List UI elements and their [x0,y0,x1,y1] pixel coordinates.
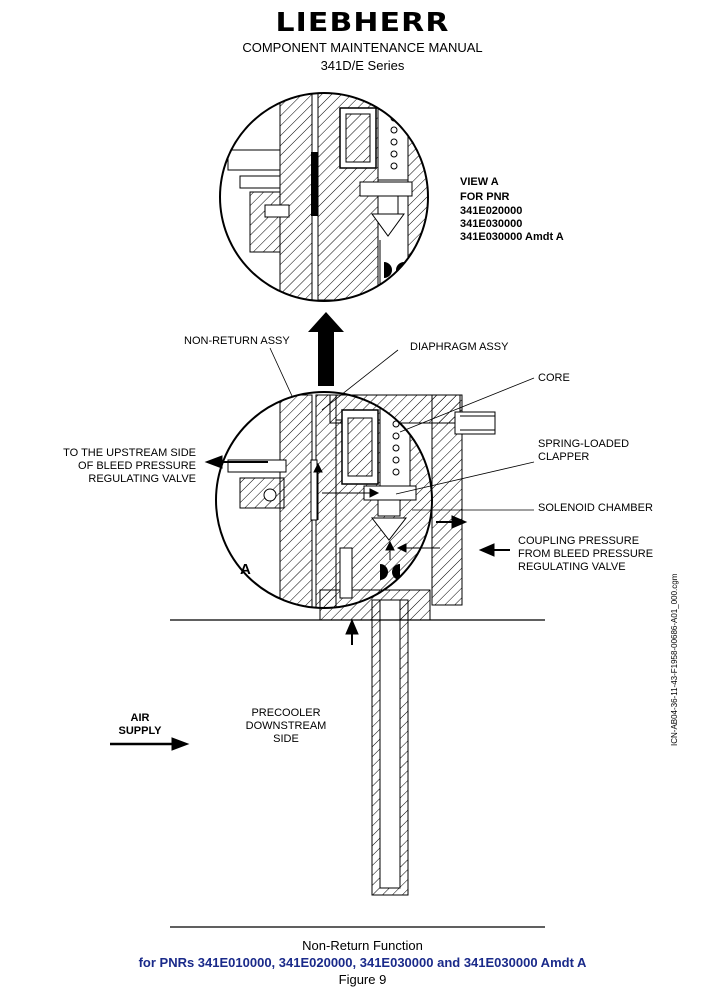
brand-logo: LIEBHERR [275,8,450,38]
figure-id: ICN-AB04-36-11-43-F1958-00686-A01_000.cg… [670,573,679,746]
label-upstream-side: TO THE UPSTREAM SIDE OF BLEED PRESSURE R… [63,447,196,485]
series-label: 341D/E Series [320,58,405,73]
valve-main-section [215,391,496,621]
caption-pnrs: for PNRs 341E010000, 341E020000, 341E030… [138,955,587,970]
caption-title: Non-Return Function [302,938,423,953]
label-precooler-downstream: PRECOOLER DOWNSTREAM SIDE [245,707,327,745]
label-air-supply: AIR SUPPLY [118,712,162,737]
caption-figure-number: Figure 9 [338,972,387,987]
manual-title: COMPONENT MAINTENANCE MANUAL [242,40,483,55]
view-a-pnr: 341E030000 [460,218,523,230]
detail-marker-a: A [240,561,251,578]
label-diaphragm-assy: DIAPHRAGM ASSY [410,341,509,353]
view-a-pnr: 341E030000 Amdt A [460,231,564,243]
view-a-for-pnr: FOR PNR [460,191,510,203]
label-spring-loaded-clapper: SPRING-LOADED CLAPPER [538,438,630,463]
flow-arrows [110,455,510,751]
view-a-detail [219,92,429,302]
label-core: CORE [538,372,570,384]
sensing-tube [170,599,545,928]
leader-lines [269,347,535,511]
label-coupling-pressure: COUPLING PRESSURE FROM BLEED PRESSURE RE… [518,535,654,573]
view-a-pnr: 341E020000 [460,205,523,217]
label-non-return-assy: NON-RETURN ASSY [184,335,290,347]
magnify-arrow [308,312,344,386]
view-a-title: VIEW A [460,176,499,188]
label-solenoid-chamber: SOLENOID CHAMBER [538,502,653,514]
